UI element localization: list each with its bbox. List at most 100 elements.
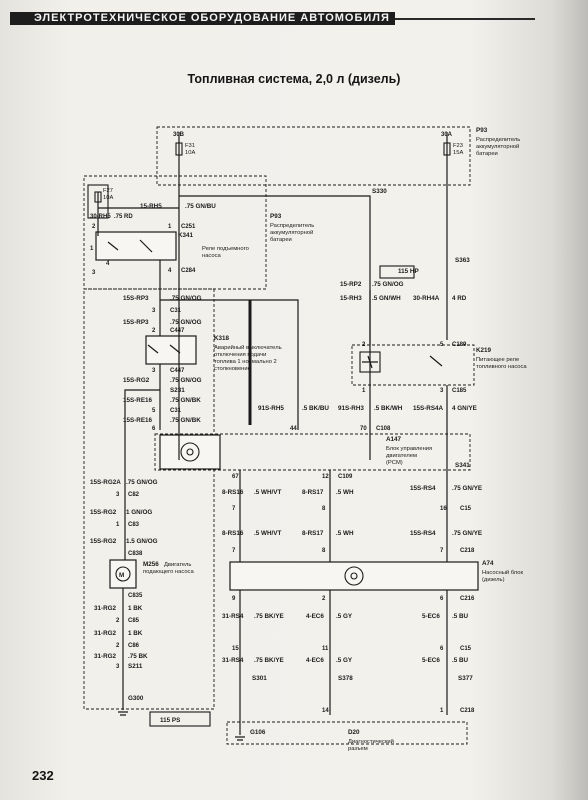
pin-70: 70 — [360, 426, 367, 432]
label-75bkye-a: .75 BK/YE — [254, 613, 284, 620]
f31-pin: 30B — [173, 132, 185, 138]
label-75gnog-e: .75 GN/OG — [126, 479, 158, 486]
p93-top-outline — [156, 126, 471, 186]
pin-3e: 3 — [116, 492, 120, 498]
page-number: 232 — [32, 768, 54, 783]
pin-1c: 1 — [362, 388, 366, 394]
d20-outline — [226, 721, 468, 745]
ground-g300: G300 — [128, 695, 144, 702]
conn-c86: C86 — [128, 643, 140, 649]
label-15sre16: 15S-RE16 — [123, 397, 153, 404]
label-15srg2: 15S-RG2 — [123, 377, 150, 384]
a147-symbol-box — [159, 434, 221, 470]
label-30rh5: 30-RH5 — [90, 214, 111, 220]
pin-2b: 2 — [152, 328, 156, 334]
conn-c15b: C15 — [460, 646, 472, 652]
k341-pin-2: 2 — [92, 224, 96, 230]
a74-box — [229, 561, 479, 591]
k341-desc-2: насоса — [202, 253, 222, 259]
conn-c31-2: C31 — [170, 408, 182, 414]
pin-16a: 16 — [440, 506, 447, 512]
a147-id: A147 — [386, 436, 402, 443]
k219-outline — [351, 344, 475, 386]
pin-2f: 2 — [116, 643, 120, 649]
k318-desc-2: отключения подачи — [214, 352, 266, 358]
conn-c838: C838 — [128, 551, 143, 557]
p93-mid-desc-2: аккумуляторной — [270, 229, 313, 236]
label-8rs16a: 8-RS16 — [222, 489, 244, 496]
a147-desc-2: двигателем — [386, 453, 417, 459]
label-5bkbu: .5 BK/BU — [302, 405, 329, 412]
f23-id: F23 — [453, 143, 463, 149]
k219-desc-1: Питающее реле — [476, 357, 519, 363]
f23-pin: 30A — [441, 132, 453, 138]
f23-rating: 15A — [453, 150, 463, 156]
label-15srs4a: 15S-RS4A — [413, 405, 444, 412]
box-115ps-frame — [149, 711, 211, 727]
f27-rating: 10A — [103, 195, 113, 201]
d20-id: D20 — [348, 729, 360, 736]
label-15srg2a: 15S-RG2A — [90, 479, 121, 486]
pin-6b: 6 — [440, 596, 444, 602]
a74-id: A74 — [482, 560, 494, 567]
pin-9a: 9 — [232, 596, 236, 602]
motor-icon — [115, 566, 131, 582]
splice-s378: S378 — [338, 675, 353, 682]
label-5wh-b: .5 WH — [336, 530, 354, 537]
pin-12: 12 — [322, 474, 329, 480]
label-75gnog-b: .75 GN/OG — [170, 295, 202, 302]
label-75gnbk-a: .75 GN/BK — [170, 397, 201, 404]
box-115ps: 115 PS — [160, 717, 180, 724]
label-75bkye-b: .75 BK/YE — [254, 657, 284, 664]
page-title: Топливная система, 2,0 л (дизель) — [187, 72, 401, 86]
a147-outline — [154, 433, 471, 471]
label-5bkwh: .5 BK/WH — [374, 405, 403, 412]
pin-6c: 6 — [440, 646, 444, 652]
splice-s377: S377 — [458, 675, 473, 682]
m256-desc-1: Двигатель — [164, 562, 191, 568]
label-91srh3: 91S-RH3 — [338, 405, 364, 412]
label-5whvt-b: .5 WH/VT — [254, 530, 281, 537]
m256-desc-2: подающего насоса — [143, 569, 194, 575]
splice-s330: S330 — [372, 188, 387, 195]
conn-c15: C15 — [460, 506, 472, 512]
k219-contact — [429, 355, 443, 367]
label-5whvt-a: .5 WH/VT — [254, 489, 281, 496]
pin-7a: 7 — [232, 506, 236, 512]
pin-67: 67 — [232, 474, 239, 480]
pin-1e: 1 — [440, 708, 444, 714]
m256-id: M256 — [143, 561, 159, 568]
label-5bu-b: .5 BU — [452, 657, 469, 664]
k341-desc-1: Реле подъемного — [202, 246, 249, 252]
k318-id: K318 — [214, 335, 230, 342]
pin-2c: 2 — [362, 342, 366, 348]
label-5wh-a: .5 WH — [336, 489, 354, 496]
splice-s301: S301 — [252, 675, 267, 682]
conn-c31-1: C31 — [170, 308, 182, 314]
k219-id: K219 — [476, 347, 492, 354]
label-31rs4b: 31-RS4 — [222, 657, 244, 664]
label-15rp2: 15-RP2 — [340, 281, 362, 288]
splice-s231: S231 — [170, 387, 185, 394]
conn-c109: C109 — [338, 474, 353, 480]
label-1bk-a: 1 BK — [128, 605, 143, 612]
label-8rs16b: 8-RS16 — [222, 530, 244, 537]
a74-symbol-core — [350, 572, 358, 580]
k341-pin-3: 3 — [92, 270, 96, 276]
splice-s363: S363 — [455, 257, 470, 264]
label-5gnwh: .5 GN/WH — [372, 295, 401, 302]
label-8rs17a: 8-RS17 — [302, 489, 324, 496]
pin-1b: 1 — [90, 246, 94, 252]
label-75gnye-a: .75 GN/YE — [452, 485, 482, 492]
box-115hp: 115 HP — [398, 268, 419, 275]
label-91srh5: 91S-RH5 — [258, 405, 284, 412]
label-15sre16b: 15S-RE16 — [123, 417, 153, 424]
p93-top-desc-3: батареи — [476, 151, 498, 157]
section-header: ЭЛЕКТРОТЕХНИЧЕСКОЕ ОБОРУДОВАНИЕ АВТОМОБИ… — [10, 8, 535, 28]
p93-top-id: P93 — [476, 127, 488, 134]
pin-7c: 7 — [440, 548, 444, 554]
label-15srg2b: 15S-RG2 — [90, 509, 117, 516]
pin-6a: 6 — [152, 426, 156, 432]
k341-id: K341 — [178, 232, 194, 239]
pin-3d: 3 — [440, 388, 444, 394]
